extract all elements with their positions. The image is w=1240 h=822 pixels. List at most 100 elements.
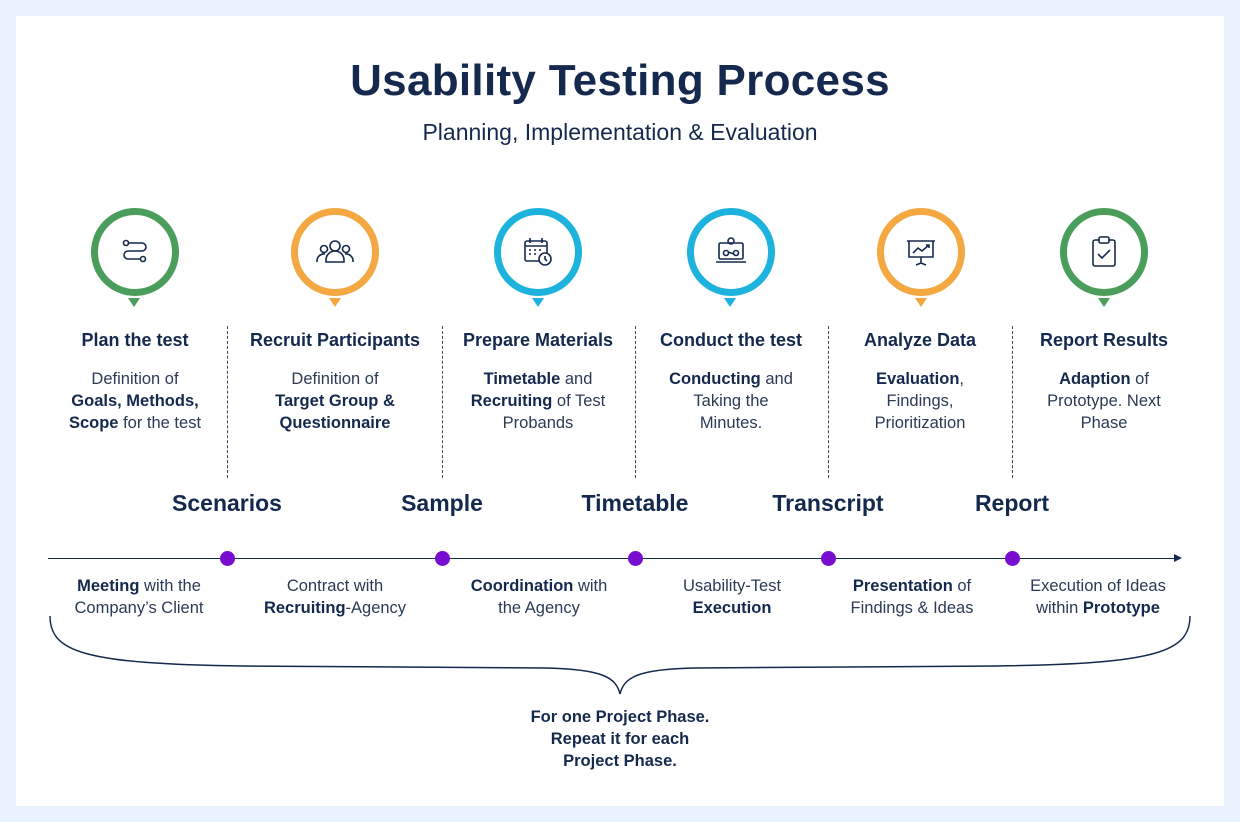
desc-line: Usability-Test (682, 577, 782, 595)
users-icon (316, 240, 354, 263)
desc-bold: Conducting (669, 370, 761, 388)
activity-execution: Usability-Test Execution (642, 575, 822, 619)
desc-bold: Recruiting (470, 392, 553, 410)
step-icon-plan (91, 208, 179, 296)
desc-line: Findings, (886, 392, 954, 410)
step-icon-prepare (494, 208, 582, 296)
desc-line: Taking the (693, 392, 769, 410)
route-icon (122, 239, 147, 263)
desc-text: , (959, 370, 965, 388)
desc-bold: Presentation (852, 577, 953, 595)
dashed-separator (227, 326, 228, 478)
phase-note-line: Project Phase. (563, 752, 677, 770)
desc-text: for the test (118, 414, 202, 432)
milestone-transcript: Transcript (772, 490, 884, 516)
desc-bold: Execution (692, 599, 772, 617)
step-pointer (724, 298, 736, 307)
step-desc-recruit: Definition of Target Group & Questionnai… (255, 368, 415, 434)
phase-note-line: Repeat it for each (550, 730, 690, 748)
step-title-plan: Plan the test (81, 330, 189, 350)
timeline-arrowhead (1174, 554, 1182, 562)
desc-text: and (560, 370, 593, 388)
step-desc-report: Adaption of Prototype. Next Phase (1024, 368, 1184, 434)
desc-text: within (1036, 599, 1083, 617)
step-icon-conduct (687, 208, 775, 296)
milestone-timetable: Timetable (581, 490, 689, 516)
phase-note-line: For one Project Phase. (530, 708, 710, 726)
dashed-separator (828, 326, 829, 478)
desc-text: with the (139, 577, 201, 595)
step-title-conduct: Conduct the test (660, 330, 802, 350)
timeline-dot (434, 551, 450, 566)
step-title-recruit: Recruit Participants (249, 330, 421, 350)
curly-brace (49, 615, 1191, 695)
laptop-gear-icon (716, 237, 746, 263)
milestone-scenarios: Scenarios (172, 490, 282, 516)
desc-line: Phase (1080, 414, 1128, 432)
step-desc-prepare: Timetable and Recruiting of Test Proband… (458, 368, 618, 434)
desc-text: of (952, 577, 972, 595)
timeline-dot (820, 551, 836, 566)
desc-bold: Coordination (470, 577, 574, 595)
desc-line: Probands (502, 414, 574, 432)
content-card (16, 16, 1224, 806)
desc-text: of (1130, 370, 1149, 388)
presentation-chart-icon (907, 240, 935, 266)
activity-contract: Contract with Recruiting-Agency (245, 575, 425, 619)
desc-line: the Agency (498, 599, 580, 617)
desc-line: Contract with (286, 577, 384, 595)
desc-text: of Test (552, 392, 606, 410)
desc-text: with (573, 577, 608, 595)
timeline-axis (48, 558, 1176, 559)
step-title-analyze: Analyze Data (863, 330, 977, 350)
dashed-separator (442, 326, 443, 478)
step-pointer (915, 298, 927, 307)
step-desc-conduct: Conducting and Taking the Minutes. (651, 368, 811, 434)
desc-line: Definition of (91, 370, 179, 388)
desc-bold: Meeting (77, 577, 140, 595)
desc-bold: Adaption (1059, 370, 1131, 388)
activity-coordination: Coordination with the Agency (449, 575, 629, 619)
step-pointer (128, 298, 140, 307)
step-pointer (1098, 298, 1110, 307)
calendar-clock-icon (524, 238, 552, 266)
desc-bold: Evaluation (875, 370, 960, 388)
desc-text: -Agency (345, 599, 407, 617)
desc-line: Execution of Ideas (1030, 577, 1166, 595)
page-title: Usability Testing Process (350, 56, 890, 105)
dashed-separator (1012, 326, 1013, 478)
clipboard-check-icon (1092, 236, 1116, 267)
desc-text: and (760, 370, 793, 388)
desc-bold: Timetable (483, 370, 561, 388)
step-icon-recruit (291, 208, 379, 296)
step-title-prepare: Prepare Materials (462, 330, 614, 350)
step-pointer (532, 298, 544, 307)
step-pointer (329, 298, 341, 307)
milestone-report: Report (974, 490, 1050, 516)
timeline-dot (1004, 551, 1020, 566)
desc-line: Prioritization (874, 414, 966, 432)
step-desc-analyze: Evaluation, Findings, Prioritization (840, 368, 1000, 434)
timeline-dot (627, 551, 643, 566)
desc-bold: Recruiting (263, 599, 346, 617)
desc-bold: Target Group & (275, 392, 395, 410)
desc-line: Definition of (291, 370, 379, 388)
step-icon-report (1060, 208, 1148, 296)
timeline-dot (219, 551, 235, 566)
desc-bold: Scope (68, 414, 119, 432)
activity-presentation: Presentation of Findings & Ideas (822, 575, 1002, 619)
desc-line: Company’s Client (74, 599, 204, 617)
step-icon-analyze (877, 208, 965, 296)
desc-bold: Questionnaire (279, 414, 391, 432)
desc-line: Findings & Ideas (850, 599, 974, 617)
dashed-separator (635, 326, 636, 478)
step-desc-plan: Definition of Goals, Methods, Scope for … (55, 368, 215, 434)
desc-bold: Goals, Methods, (71, 392, 199, 410)
activity-prototype: Execution of Ideas within Prototype (1008, 575, 1188, 619)
phase-note: For one Project Phase. Repeat it for eac… (520, 706, 720, 772)
desc-bold: Prototype (1082, 599, 1160, 617)
page-subtitle: Planning, Implementation & Evaluation (422, 119, 818, 145)
milestone-sample: Sample (401, 490, 483, 516)
activity-meeting: Meeting with the Company’s Client (49, 575, 229, 619)
desc-line: Prototype. Next (1047, 392, 1161, 410)
